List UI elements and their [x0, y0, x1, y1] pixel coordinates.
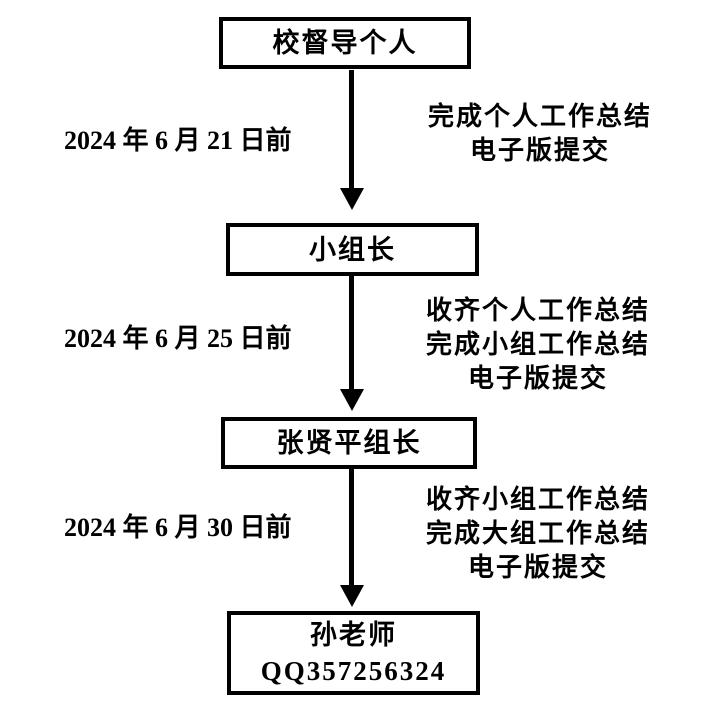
flow-node-teacher-sun: 孙老师 QQ357256324 [227, 611, 480, 695]
action-line: 完成小组工作总结 [425, 330, 650, 359]
deadline-label-step-3: 2024 年 6 月 30 日前 [64, 513, 292, 542]
down-arrow-shaft [349, 70, 354, 190]
down-arrow-icon [340, 188, 364, 210]
action-line: 电子版提交 [467, 553, 608, 582]
action-line: 完成个人工作总结 [427, 102, 652, 131]
down-arrow-icon [340, 389, 364, 411]
actions-label-step-2: 收齐个人工作总结 完成小组工作总结 电子版提交 [410, 294, 666, 396]
down-arrow-icon [340, 585, 364, 607]
deadline-label-step-1: 2024 年 6 月 21 日前 [64, 126, 292, 155]
actions-label-step-3: 收齐小组工作总结 完成大组工作总结 电子版提交 [410, 483, 666, 585]
node-label: 孙老师 [310, 620, 397, 650]
action-line: 电子版提交 [469, 136, 610, 165]
deadline-label-step-2: 2024 年 6 月 25 日前 [64, 324, 292, 353]
flow-node-supervisor-individual: 校督导个人 [219, 17, 471, 69]
down-arrow-shaft [349, 276, 354, 391]
action-line: 完成大组工作总结 [425, 519, 650, 548]
action-line: 收齐个人工作总结 [425, 296, 650, 325]
actions-label-step-1: 完成个人工作总结 电子版提交 [412, 100, 668, 168]
down-arrow-shaft [349, 469, 354, 587]
flow-node-zhang-xianping-leader: 张贤平组长 [221, 417, 477, 469]
action-line: 电子版提交 [467, 364, 608, 393]
flow-node-small-group-leader: 小组长 [226, 223, 479, 276]
node-label: 小组长 [309, 234, 396, 265]
node-label: 张贤平组长 [276, 428, 422, 458]
node-qq-number: QQ357256324 [260, 656, 447, 686]
action-line: 收齐小组工作总结 [425, 485, 650, 514]
node-label: 校督导个人 [272, 28, 418, 58]
